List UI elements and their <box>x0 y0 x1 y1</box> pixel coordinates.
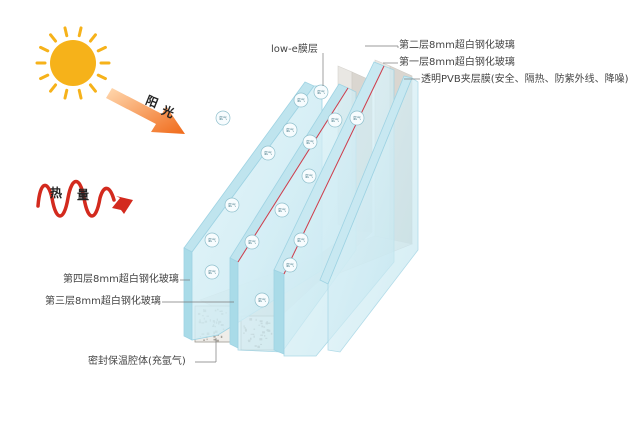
argon-bubble-text: 氩气 <box>297 97 305 103</box>
pane-1-face <box>327 77 419 353</box>
label-layer-2: 第二层8mm超白钢化玻璃 <box>399 40 515 51</box>
argon-bubble-text: 氩气 <box>208 269 216 275</box>
sun-ray <box>96 73 107 81</box>
heat-wave-icon <box>36 179 116 218</box>
sun-ray <box>77 88 83 100</box>
sun-ray <box>63 88 69 100</box>
sun-ray <box>77 26 83 38</box>
argon-bubble: 氩气 <box>260 145 276 161</box>
cavity-speck <box>213 338 217 341</box>
label-layer-4: 第四层8mm超白钢化玻璃 <box>63 274 179 285</box>
sun-ray <box>96 45 107 53</box>
argon-bubble: 氩气 <box>244 234 260 250</box>
argon-bubble: 氩气 <box>313 84 329 100</box>
argon-bubble: 氩气 <box>327 112 343 128</box>
argon-bubble: 氩气 <box>301 168 317 184</box>
sun-ray <box>49 33 58 43</box>
argon-bubble-text: 氩气 <box>353 115 361 121</box>
argon-bubble: 氩气 <box>302 134 318 150</box>
argon-bubble-text: 氩气 <box>219 115 227 121</box>
cavity-speck <box>206 338 208 341</box>
argon-bubble: 氩气 <box>274 202 290 218</box>
argon-bubble-text: 氩气 <box>286 127 294 133</box>
argon-bubble-text: 氩气 <box>208 237 216 243</box>
argon-bubble-text: 氩气 <box>331 117 339 123</box>
heat-arrow <box>112 196 133 214</box>
label-low-e: low-e膜层 <box>271 44 318 55</box>
argon-bubble: 氩气 <box>204 264 220 280</box>
leader-lines <box>162 45 420 363</box>
argon-bubble: 氩气 <box>282 257 298 273</box>
cavity-speck <box>213 335 216 338</box>
heat-label-1: 热 <box>50 186 63 200</box>
argon-bubble-text: 氩气 <box>248 239 256 245</box>
sun-ray <box>88 33 97 43</box>
argon-bubble: 氩气 <box>293 92 309 108</box>
cavity-speck <box>216 339 219 342</box>
cavity-speck <box>203 339 205 341</box>
label-pvb: 透明PVB夹层膜(安全、隔热、防紫外线、降噪) <box>421 74 629 85</box>
label-cavity: 密封保温腔体(充氩气) <box>88 356 186 367</box>
sun-ray <box>88 83 97 93</box>
cavity-speck <box>220 335 223 338</box>
argon-bubble: 氩气 <box>254 292 270 308</box>
argon-bubble: 氩气 <box>204 232 220 248</box>
argon-bubble-text: 氩气 <box>305 173 313 179</box>
argon-bubble-text: 氩气 <box>317 89 325 95</box>
argon-bubble-text: 氩气 <box>228 202 236 208</box>
argon-bubble: 氩气 <box>224 197 240 213</box>
argon-bubble-text: 氩气 <box>278 207 286 213</box>
sun-ray <box>39 45 50 53</box>
label-layer-1: 第一层8mm超白钢化玻璃 <box>399 57 515 68</box>
argon-bubble-text: 氩气 <box>264 150 272 156</box>
argon-bubbles: 氩气氩气氩气氩气氩气氩气氩气氩气氩气氩气氩气氩气氩气氩气氩气氩气氩气 <box>204 84 365 308</box>
argon-bubble: 氩气 <box>282 122 298 138</box>
argon-bubble-text: 氩气 <box>286 262 294 268</box>
label-layer-3: 第三层8mm超白钢化玻璃 <box>45 296 161 307</box>
argon-bubble-text: 氩气 <box>297 237 305 243</box>
sun-ray <box>63 26 69 38</box>
argon-bubble: 氩气 <box>293 232 309 248</box>
argon-bubble-text: 氩气 <box>258 297 266 303</box>
sun-icon <box>35 26 111 100</box>
sun-ray <box>49 83 58 93</box>
glass-panes <box>183 61 419 357</box>
sunlight-arrow <box>106 88 185 134</box>
argon-bubble: 氩气 <box>215 110 231 126</box>
heat-label-2: 量 <box>77 188 90 202</box>
argon-bubble: 氩气 <box>349 110 365 126</box>
argon-bubble-text: 氩气 <box>306 139 314 145</box>
sun-ray <box>39 73 50 81</box>
